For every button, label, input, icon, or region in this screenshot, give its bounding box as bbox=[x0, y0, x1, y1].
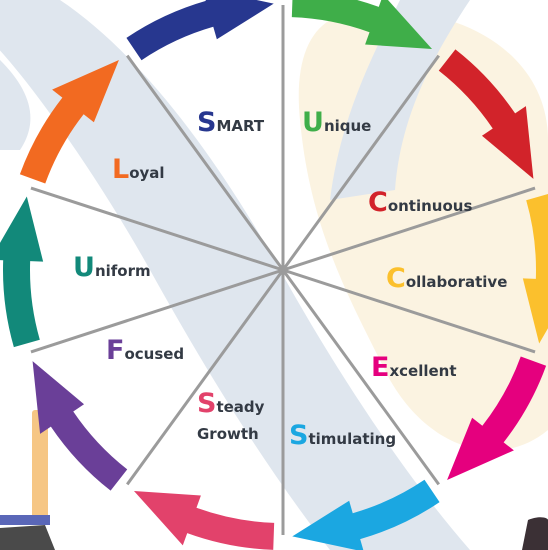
label-focused-text: Focused bbox=[106, 335, 184, 366]
label-uniform: Uniform bbox=[73, 252, 151, 283]
arrow-continuous bbox=[438, 49, 534, 179]
label-unique-initial: U bbox=[302, 107, 324, 138]
label-excellent: Excellent bbox=[371, 352, 457, 383]
spokes bbox=[30, 5, 536, 535]
arrow-collaborative bbox=[522, 194, 548, 344]
arrow-unique bbox=[291, 0, 433, 50]
label-collaborative: Collaborative bbox=[386, 263, 507, 294]
label-stimulating-text: Stimulating bbox=[289, 420, 396, 451]
label-collaborative-text: Collaborative bbox=[386, 263, 507, 294]
label-unique-text: Unique bbox=[302, 107, 371, 138]
labels: UniqueContinuousCollaborativeExcellentSt… bbox=[73, 107, 507, 451]
label-uniform-initial: U bbox=[73, 252, 95, 283]
label-smart-initial: S bbox=[197, 107, 216, 138]
label-loyal-initial: L bbox=[112, 154, 129, 185]
background-blue-left bbox=[0, 60, 31, 150]
arrow-focused bbox=[32, 361, 128, 491]
label-stimulating-rest: timulating bbox=[308, 430, 396, 448]
label-stimulating-initial: S bbox=[289, 420, 308, 451]
label-uniform-rest: niform bbox=[95, 262, 151, 280]
laptop-edge bbox=[32, 410, 48, 520]
arrow-uniform bbox=[0, 196, 44, 348]
label-stimulating: Stimulating bbox=[289, 420, 396, 451]
label-loyal: Loyal bbox=[112, 154, 165, 185]
arrow-smart bbox=[126, 0, 274, 61]
label-continuous-initial: C bbox=[368, 187, 388, 218]
label-smart: SMART bbox=[197, 107, 265, 138]
label-focused-initial: F bbox=[106, 335, 124, 366]
label-loyal-rest: oyal bbox=[129, 164, 164, 182]
arrow-excellent bbox=[447, 356, 547, 481]
label-focused-rest: ocused bbox=[124, 345, 184, 363]
label-unique: Unique bbox=[302, 107, 371, 138]
arrow-loyal bbox=[19, 59, 119, 184]
label-collaborative-initial: C bbox=[386, 263, 406, 294]
label-continuous-rest: ontinuous bbox=[388, 197, 473, 215]
label-continuous-text: Continuous bbox=[368, 187, 472, 218]
label-steady-growth-rest: teady bbox=[216, 398, 264, 416]
label-uniform-text: Uniform bbox=[73, 252, 151, 283]
label-unique-rest: nique bbox=[324, 117, 371, 135]
label-steady-growth-line2: Growth bbox=[197, 425, 259, 443]
laptop-base bbox=[0, 515, 50, 525]
label-focused: Focused bbox=[106, 335, 184, 366]
label-excellent-text: Excellent bbox=[371, 352, 457, 383]
label-excellent-rest: xcellent bbox=[389, 362, 456, 380]
label-collaborative-rest: ollaborative bbox=[406, 273, 508, 291]
background-blue-swoosh-upper bbox=[330, 0, 470, 200]
label-steady-growth-initial: S bbox=[197, 388, 216, 419]
label-smart-text: SMART bbox=[197, 107, 265, 138]
label-excellent-initial: E bbox=[371, 352, 389, 383]
laptop-shadow-left bbox=[0, 525, 55, 550]
label-continuous: Continuous bbox=[368, 187, 472, 218]
label-steady-growth-text: Steady bbox=[197, 388, 265, 419]
spoke-line bbox=[126, 54, 440, 486]
arrow-stimulating bbox=[292, 479, 440, 550]
label-loyal-text: Loyal bbox=[112, 154, 165, 185]
laptop-shadow-right bbox=[522, 517, 548, 550]
background-blue-swoosh bbox=[0, 0, 470, 550]
label-smart-rest: MART bbox=[216, 117, 264, 135]
arrow-steady-growth bbox=[133, 490, 275, 550]
